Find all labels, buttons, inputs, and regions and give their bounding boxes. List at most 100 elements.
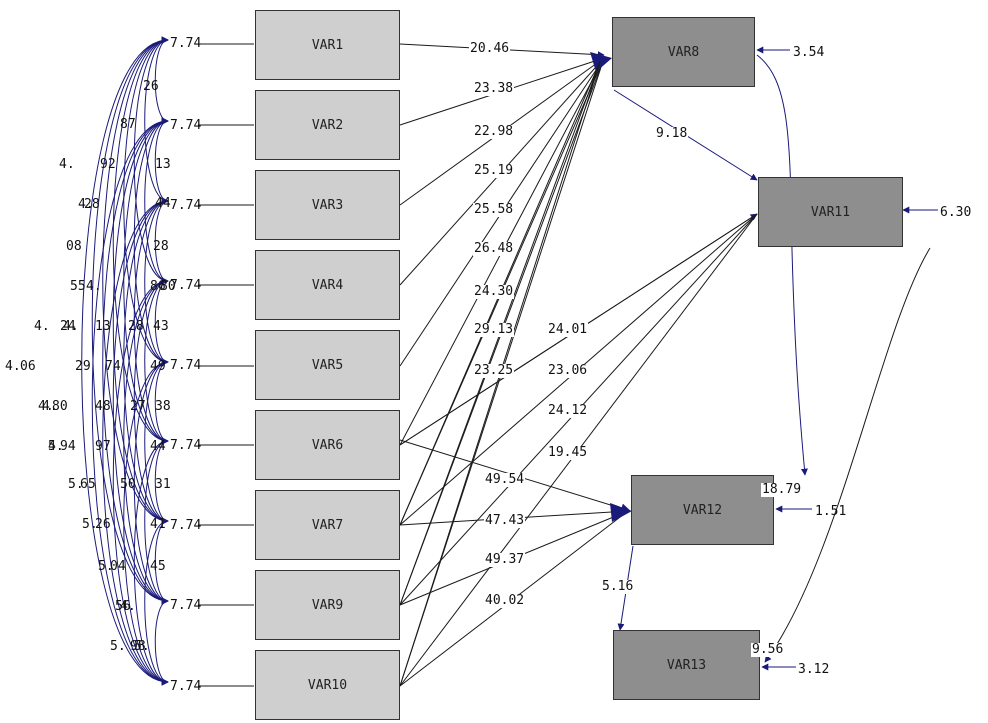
covariance-value: 13	[95, 319, 111, 334]
box-var9: VAR9	[255, 570, 400, 640]
box-var4: VAR4	[255, 250, 400, 320]
covariance-curve	[133, 197, 169, 445]
box-var13: VAR13	[613, 630, 760, 700]
covariance-curve	[133, 358, 169, 605]
covariance-value: 06	[20, 359, 36, 374]
covariance-curve	[102, 117, 169, 605]
covariance-curve	[112, 117, 169, 525]
covariance-value: 94	[60, 439, 76, 454]
covariance-value: 49	[150, 359, 166, 374]
covariance-value: 44	[150, 439, 166, 454]
error-label-var1: 7.74	[170, 36, 202, 51]
covariance-value: 80	[52, 399, 68, 414]
covariance-value: 41	[150, 517, 166, 532]
coef-var7-var8: 24.30	[473, 284, 515, 299]
covariance-value: 5.	[82, 517, 98, 532]
covariance-value: 28	[128, 319, 144, 334]
coef-var4-var8: 25.19	[473, 163, 515, 178]
coef-var9-var11: 24.12	[547, 403, 589, 418]
covariance-value: 48	[95, 399, 111, 414]
covariance-value: 98	[130, 639, 146, 654]
box-var10: VAR10	[255, 650, 400, 720]
covariance-value: 44	[155, 196, 171, 211]
coef-var3-var8: 22.98	[473, 124, 515, 139]
covariance-value: 92	[100, 157, 116, 172]
covariance-value: 5.	[134, 639, 150, 654]
covariance-curve	[133, 437, 169, 686]
error-label-var2: 7.74	[170, 118, 202, 133]
coef-var9-var12: 49.37	[484, 552, 526, 567]
covariance-curve	[112, 197, 169, 605]
box-var8: VAR8	[612, 17, 755, 87]
covariance-value: 4.	[120, 599, 136, 614]
covariance-curve	[144, 358, 169, 525]
covariance-value: 4.	[38, 399, 54, 414]
box-var7: VAR7	[255, 490, 400, 560]
covariance-value: 29	[75, 359, 91, 374]
covariance-curve	[112, 277, 169, 686]
covariance-curve	[144, 117, 169, 285]
covariance-value: 4.	[5, 359, 21, 374]
covariance-curve	[144, 437, 169, 605]
path-var8-var12	[756, 54, 808, 476]
covariance-value: 13	[155, 157, 171, 172]
path-var11-var13	[764, 247, 931, 663]
covariance-curve	[102, 36, 169, 525]
covariance-value: 38	[155, 399, 171, 414]
covariance-curve	[123, 36, 169, 366]
covariance-value: 50	[120, 477, 136, 492]
covariance-value: 26	[95, 517, 111, 532]
coef-var1-var8: 20.46	[469, 41, 511, 56]
coef-var10-var11: 19.45	[547, 445, 589, 460]
coef-var8-var12: 18.79	[761, 482, 803, 497]
error-label-var4: 7.74	[170, 278, 202, 293]
covariance-curve	[123, 197, 169, 525]
coef-var12-var13: 5.16	[601, 579, 635, 594]
covariance-value: 80	[160, 279, 176, 294]
covariance-curve	[91, 36, 169, 605]
coef-var10-var8: 23.25	[473, 363, 515, 378]
coef-var7-var12: 47.43	[484, 513, 526, 528]
covariance-value: 65	[80, 477, 96, 492]
covariance-value: 28	[84, 197, 100, 212]
covariance-value: 4.	[63, 319, 79, 334]
box-var2: VAR2	[255, 90, 400, 160]
covariance-value: 26	[143, 79, 159, 94]
covariance-curve	[133, 117, 169, 366]
error-label-var10: 7.74	[170, 679, 202, 694]
covariance-value: 43	[153, 319, 169, 334]
covariance-value: 5.	[68, 477, 84, 492]
covariance-value: 56	[115, 599, 131, 614]
coef-var9-var8: 29.13	[473, 322, 515, 337]
error-label-var9: 7.74	[170, 598, 202, 613]
covariance-value: 28	[153, 239, 169, 254]
covariance-curve	[154, 597, 169, 686]
covariance-value: 24	[60, 319, 76, 334]
covariance-curve	[102, 197, 169, 686]
coef-var6-var11: 24.01	[547, 322, 589, 337]
coef-var8-var11: 9.18	[655, 126, 689, 141]
covariance-curve	[123, 358, 169, 686]
covariance-value: 4.	[86, 279, 102, 294]
covariance-value: 45	[150, 559, 166, 574]
coef-var6-var12: 49.54	[484, 472, 526, 487]
covariance-value: 31	[155, 477, 171, 492]
box-var5: VAR5	[255, 330, 400, 400]
error-label-var12: 1.51	[815, 504, 847, 519]
box-var1: VAR1	[255, 10, 400, 80]
arrowhead-var8	[590, 52, 612, 72]
covariance-value: 04	[110, 559, 126, 574]
covariance-value: 5.	[110, 639, 126, 654]
covariance-curve	[144, 277, 169, 445]
error-label-var8: 3.54	[793, 45, 825, 60]
covariance-value: 97	[95, 439, 111, 454]
covariance-value: 27	[130, 399, 146, 414]
covariance-curve	[144, 36, 169, 205]
error-label-var6: 7.74	[170, 438, 202, 453]
coef-var7-var11: 23.06	[547, 363, 589, 378]
covariance-curves	[81, 36, 169, 686]
covariance-value: 4.	[48, 439, 64, 454]
covariance-curve	[112, 36, 169, 445]
